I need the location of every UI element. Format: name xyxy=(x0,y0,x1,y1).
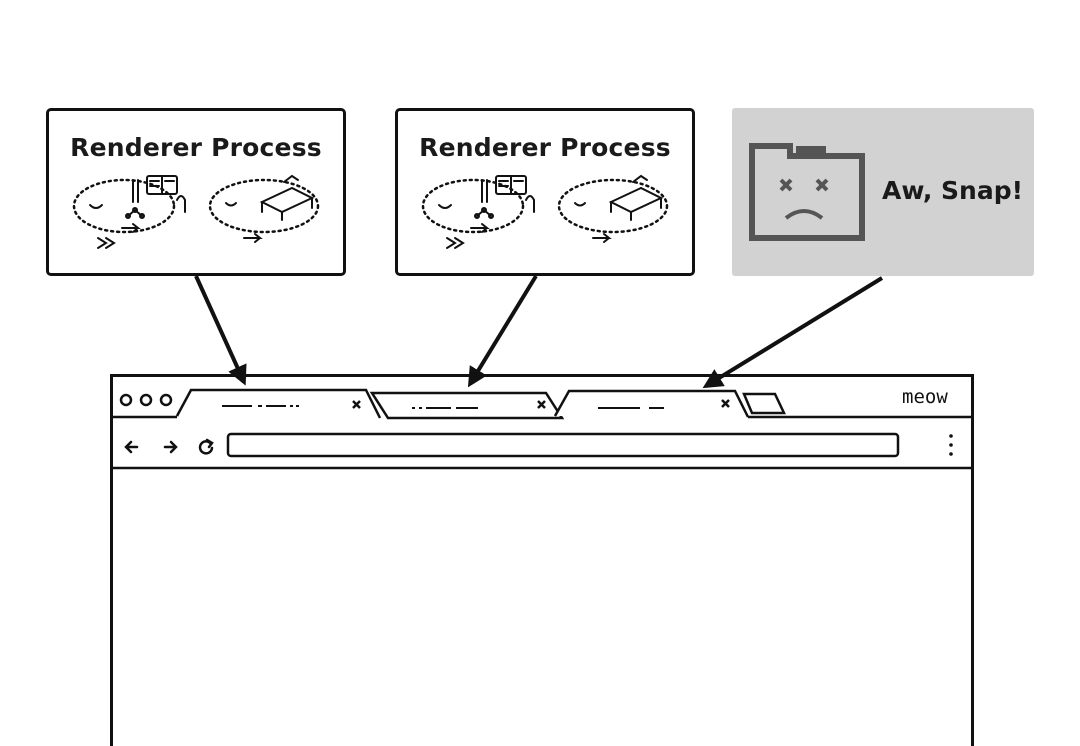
renderer-process-box-1: Renderer Process xyxy=(46,108,346,276)
renderer-process-title-2: Renderer Process xyxy=(419,133,671,162)
worker-details-icon-1 xyxy=(89,174,315,249)
renderer-process-title-1: Renderer Process xyxy=(70,133,322,162)
sad-folder-icon xyxy=(749,143,865,241)
worker-details-icon-2 xyxy=(438,174,664,249)
crash-message: Aw, Snap! xyxy=(882,176,1024,205)
profile-name: meow xyxy=(902,386,948,408)
back-arrow-icon[interactable] xyxy=(124,440,139,454)
window-controls[interactable] xyxy=(119,393,173,407)
close-icon xyxy=(352,400,361,409)
address-bar[interactable] xyxy=(226,432,900,458)
close-icon xyxy=(537,400,546,409)
worker-doodle-icon-2 xyxy=(421,178,669,234)
renderer-process-box-2: Renderer Process xyxy=(395,108,695,276)
tab-1[interactable] xyxy=(110,388,382,419)
reload-icon[interactable] xyxy=(198,438,214,455)
tab-3[interactable] xyxy=(553,389,750,418)
forward-arrow-icon[interactable] xyxy=(163,440,178,454)
menu-dots-icon[interactable] xyxy=(949,434,953,456)
arrow-renderer-2-to-tab-2 xyxy=(467,274,538,388)
arrow-crash-to-tab-3 xyxy=(702,276,884,389)
worker-doodle-icon-1 xyxy=(72,178,320,234)
arrow-renderer-1-to-tab-1 xyxy=(194,275,247,386)
close-icon xyxy=(721,399,730,408)
new-tab-button[interactable] xyxy=(742,392,786,415)
tab-2[interactable] xyxy=(369,391,565,420)
